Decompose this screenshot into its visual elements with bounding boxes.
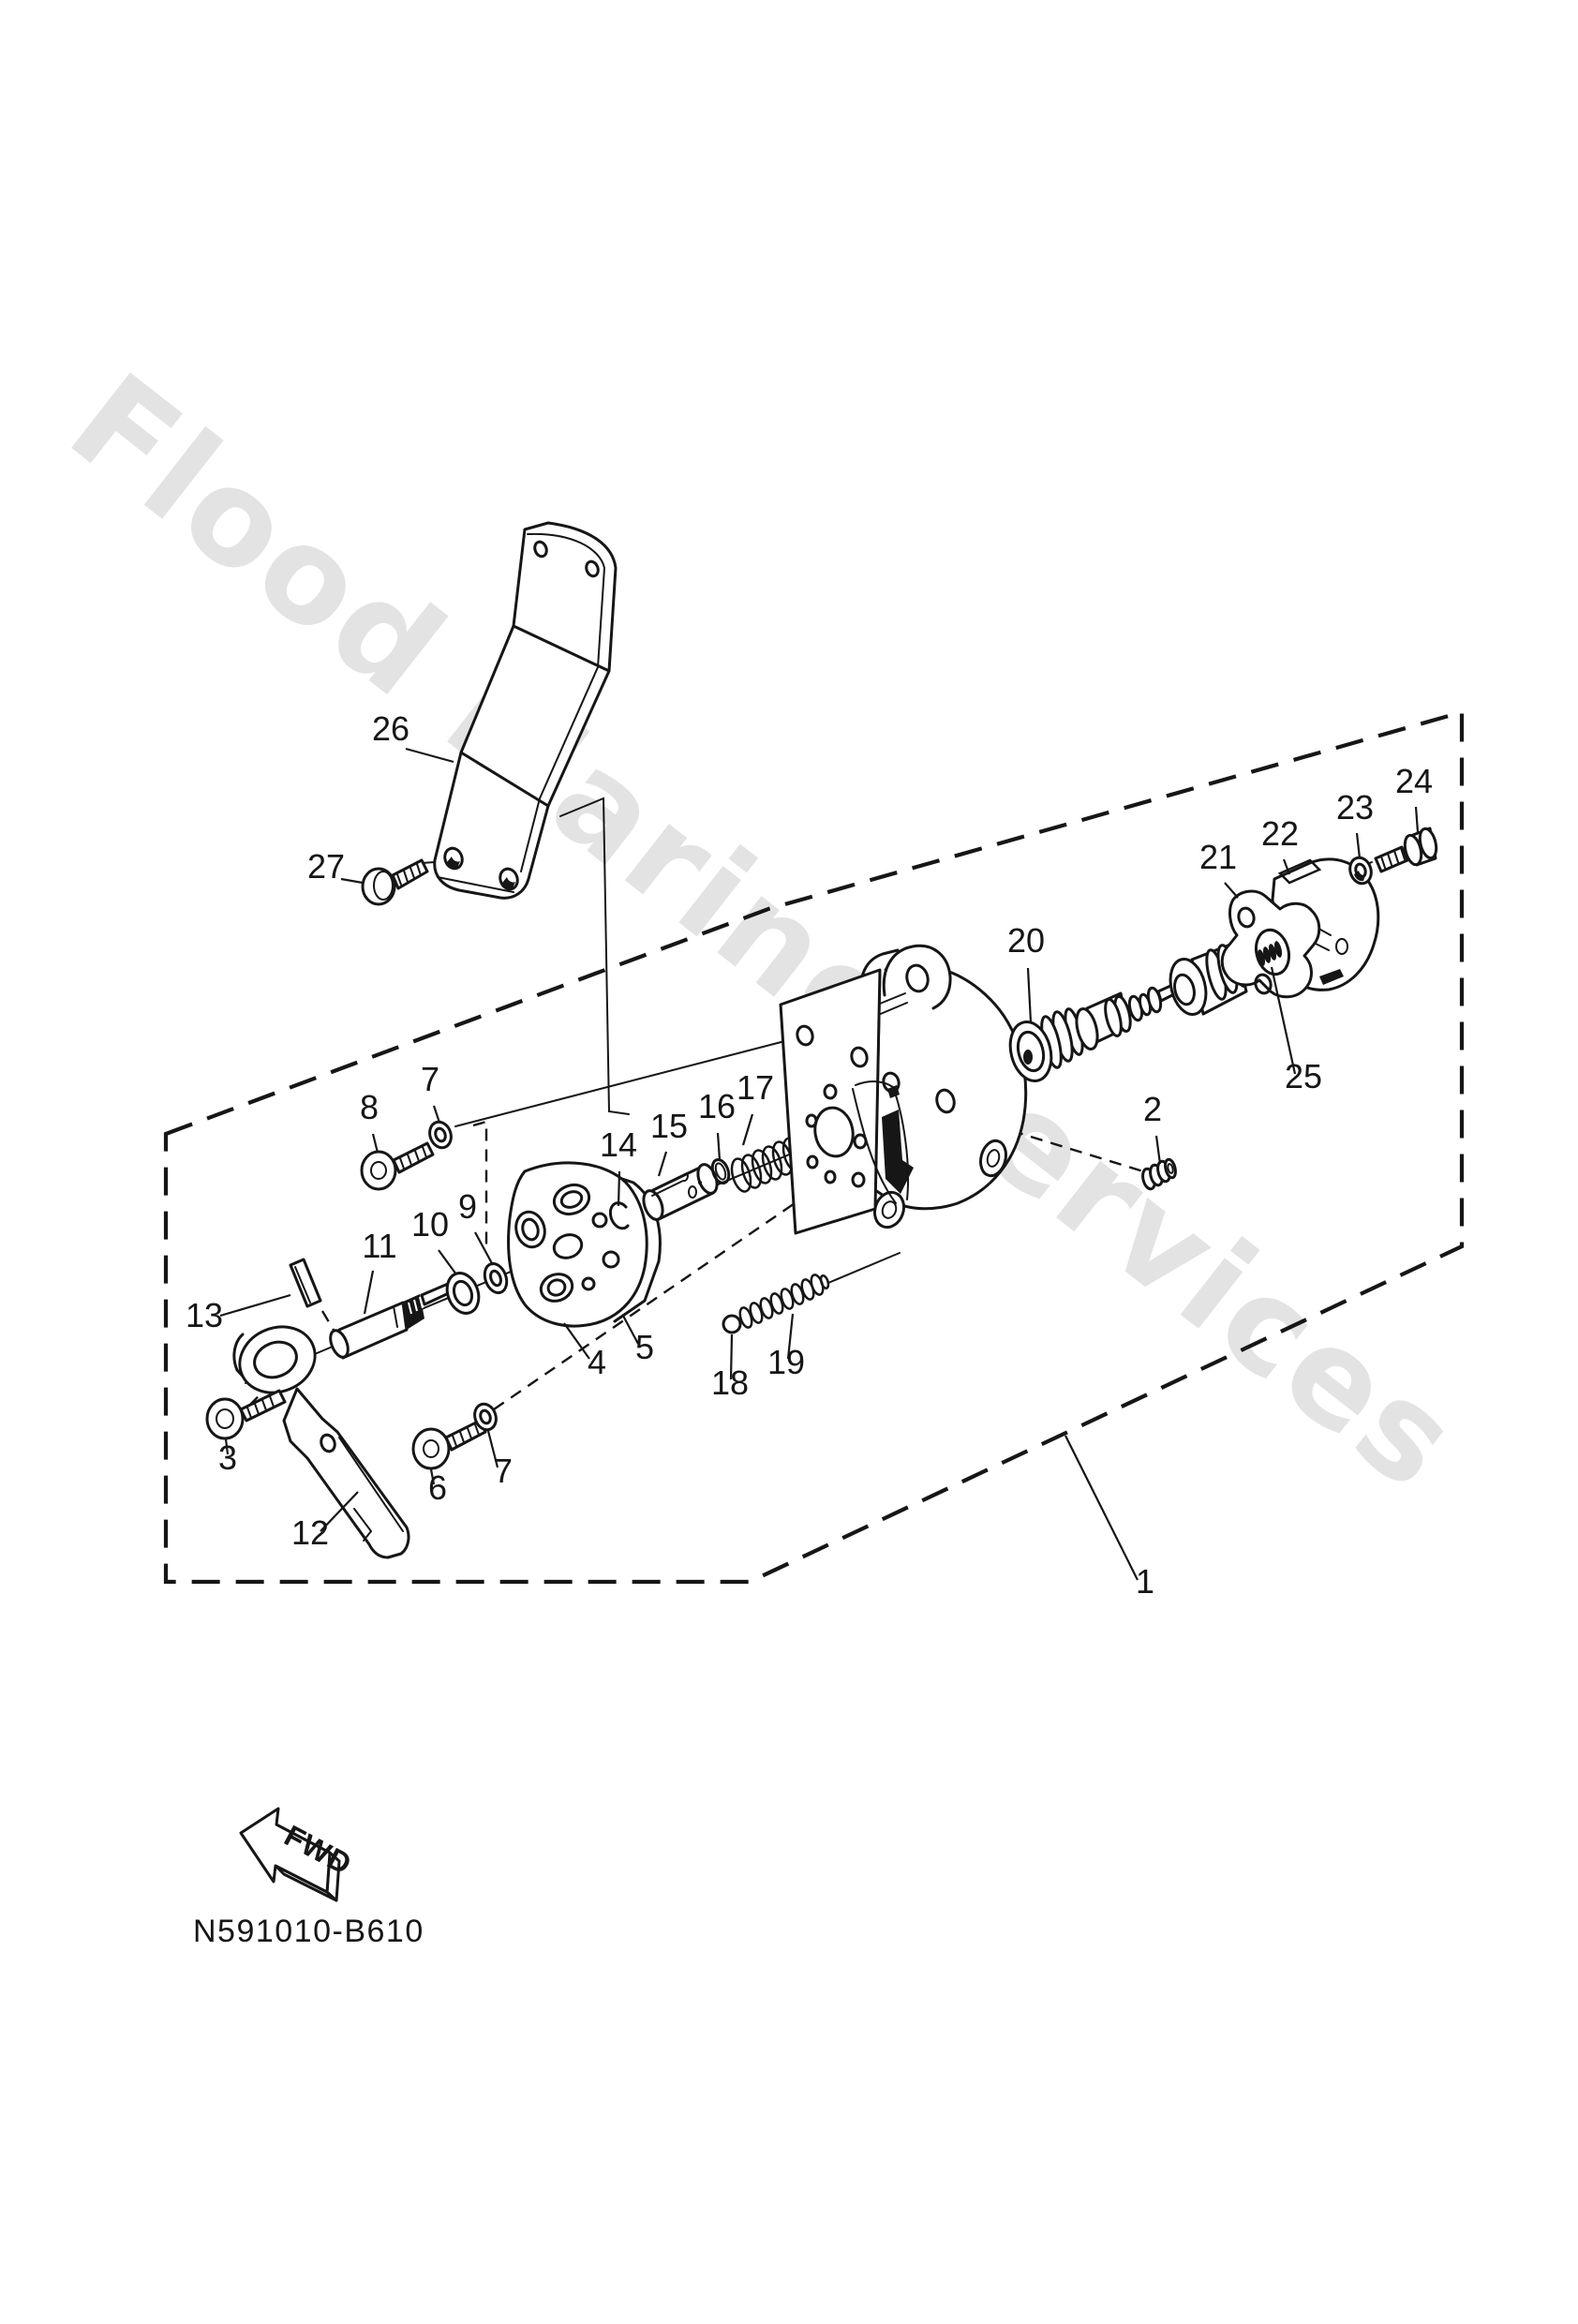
callout-label-7: 7 xyxy=(421,1060,439,1098)
callout-leader-1 xyxy=(1064,1435,1139,1581)
callout-label-24: 24 xyxy=(1395,762,1433,800)
callout-leader-24 xyxy=(1414,806,1420,833)
cover-bolt-upper xyxy=(360,1141,435,1191)
callout-label-15: 15 xyxy=(650,1107,688,1145)
callout-label-2: 2 xyxy=(1143,1090,1162,1128)
callout-leader-26 xyxy=(405,747,454,764)
callout-label-23: 23 xyxy=(1336,788,1374,827)
cap-pin-spring xyxy=(1257,941,1283,966)
callout-leader-2 xyxy=(1154,1135,1162,1165)
shift-lever xyxy=(232,1325,410,1559)
callout-leader-7 xyxy=(432,1105,441,1124)
grub-screw xyxy=(1141,1157,1177,1191)
callout-leader-16 xyxy=(716,1132,722,1161)
lever-bolt xyxy=(205,1389,287,1440)
callout-leader-3 xyxy=(224,1438,230,1455)
valve-body xyxy=(779,944,1028,1235)
cap-gasket xyxy=(1220,889,1321,999)
callout-label-1: 1 xyxy=(1136,1562,1154,1601)
callout-leader-15 xyxy=(657,1151,668,1177)
callout-label-27: 27 xyxy=(307,847,345,886)
detent-ball xyxy=(722,1314,742,1334)
dashed-boundary xyxy=(163,709,1465,1585)
o-ring xyxy=(710,1157,731,1185)
callout-label-17: 17 xyxy=(737,1068,774,1107)
callout-leader-22 xyxy=(1282,858,1291,875)
callout-label-11: 11 xyxy=(362,1227,396,1265)
dowel-pin xyxy=(289,1258,322,1308)
callout-label-10: 10 xyxy=(411,1205,449,1244)
callout-leader-5 xyxy=(622,1315,639,1345)
snap-ring xyxy=(608,1201,630,1230)
cover-bolt-lower xyxy=(411,1419,487,1470)
callout-leader-27 xyxy=(340,877,364,885)
bracket-part xyxy=(433,521,618,900)
callout-leader-10 xyxy=(438,1249,457,1275)
washer-large xyxy=(445,1272,481,1315)
callout-label-18: 18 xyxy=(711,1363,749,1402)
callout-label-25: 25 xyxy=(1285,1057,1322,1095)
callout-label-5: 5 xyxy=(635,1328,654,1366)
callout-label-13: 13 xyxy=(186,1296,223,1334)
callout-label-9: 9 xyxy=(458,1187,477,1226)
callout-leader-6 xyxy=(429,1468,436,1485)
callout-leader-7 xyxy=(486,1430,499,1468)
pump-cover-plate xyxy=(507,1161,662,1328)
callout-leader-25 xyxy=(1270,966,1297,1075)
shift-cam xyxy=(642,1163,719,1222)
callout-label-14: 14 xyxy=(600,1125,637,1164)
callout-label-19: 19 xyxy=(767,1343,805,1381)
washer-upper xyxy=(428,1120,453,1150)
callout-leader-12 xyxy=(320,1491,359,1532)
callout-leader-21 xyxy=(1224,882,1239,899)
callout-label-16: 16 xyxy=(698,1087,736,1125)
callout-leader-9 xyxy=(474,1231,494,1266)
callout-leader-17 xyxy=(741,1113,754,1146)
washer-small xyxy=(483,1262,509,1294)
callout-leader-8 xyxy=(371,1133,380,1154)
part-code: N591010-B610 xyxy=(193,1914,424,1949)
callout-label-12: 12 xyxy=(291,1513,329,1552)
callout-leader-11 xyxy=(363,1270,375,1315)
callout-leader-18 xyxy=(729,1333,734,1380)
fwd-arrow: FWD xyxy=(239,1807,358,1902)
callout-label-22: 22 xyxy=(1261,814,1299,853)
callout-leader-4 xyxy=(563,1322,590,1360)
cap-washer xyxy=(1348,856,1373,886)
callout-label-8: 8 xyxy=(360,1088,379,1126)
callout-leader-19 xyxy=(786,1313,795,1360)
callout-label-6: 6 xyxy=(428,1468,447,1507)
callout-label-3: 3 xyxy=(218,1438,237,1477)
callout-leader-23 xyxy=(1355,832,1362,859)
callout-leader-20 xyxy=(1026,967,1033,1023)
callout-label-7: 7 xyxy=(494,1452,513,1490)
cap-bolt xyxy=(1374,827,1438,873)
callout-label-26: 26 xyxy=(372,709,409,748)
shift-plunger xyxy=(329,1282,453,1360)
detent-spring xyxy=(738,1274,830,1329)
callout-leader-13 xyxy=(219,1293,291,1318)
callout-leader-14 xyxy=(617,1170,621,1207)
washer-lower xyxy=(473,1402,498,1432)
callout-label-4: 4 xyxy=(588,1343,606,1381)
callout-label-20: 20 xyxy=(1007,921,1045,960)
callout-label-21: 21 xyxy=(1199,838,1237,876)
valve-plug xyxy=(1008,1007,1084,1082)
bracket-bolt xyxy=(361,858,429,906)
